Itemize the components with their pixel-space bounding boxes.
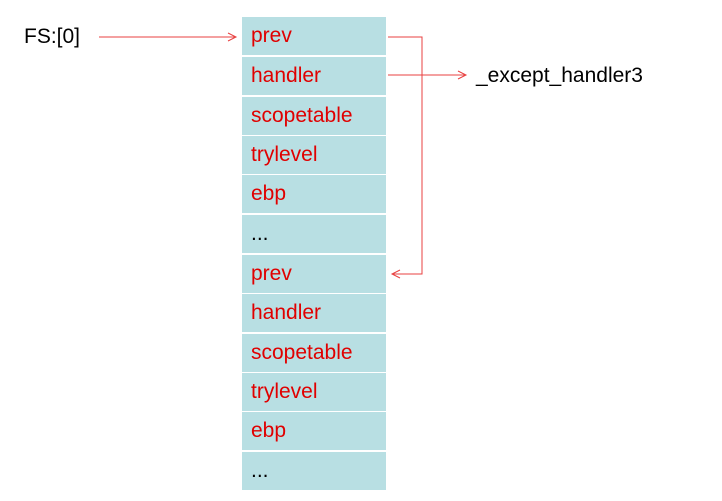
stack-cell-prev-2: prev (242, 255, 386, 293)
stack-cell-trylevel-2: trylevel (242, 373, 386, 411)
stack-cell-handler-2: handler (242, 294, 386, 332)
stack-cell-ellipsis-1: ... (242, 215, 386, 253)
stack-cell-ellipsis-2: ... (242, 452, 386, 490)
prev-link-arrow (388, 36, 423, 275)
except-handler-label: _except_handler3 (476, 64, 643, 87)
stack-cell-handler-1: handler (242, 57, 386, 95)
fs-arrow-head (227, 32, 238, 42)
handler-arrow-head (457, 70, 468, 80)
prev-link-arrow-head (390, 269, 401, 279)
stack-cell-prev-1: prev (242, 17, 386, 55)
stack-cell-scopetable-2: scopetable (242, 334, 386, 372)
stack-cell-trylevel-1: trylevel (242, 136, 386, 174)
stack-cell-ebp-1: ebp (242, 175, 386, 213)
stack-cell-ebp-2: ebp (242, 412, 386, 450)
stack-cell-scopetable-1: scopetable (242, 97, 386, 135)
fs-label: FS:[0] (24, 25, 81, 48)
